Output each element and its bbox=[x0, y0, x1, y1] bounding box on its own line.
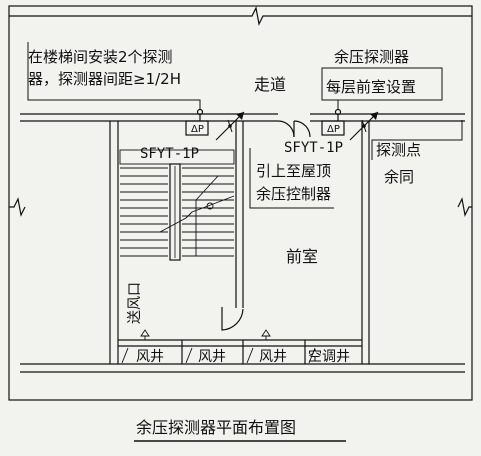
stair-note-line2: 器，探测器间距≥1/2H bbox=[28, 70, 181, 88]
stair-door bbox=[221, 307, 244, 331]
right-wall bbox=[361, 121, 370, 364]
anteroom-pressure-sensor bbox=[321, 120, 345, 136]
diagram-caption: 余压探测器平面布置图 bbox=[136, 418, 296, 437]
shaft-partitions bbox=[118, 339, 362, 364]
outer-frame bbox=[8, 5, 473, 401]
anteroom-note-line1: 余压探测器 bbox=[334, 48, 409, 66]
anteroom-note-box bbox=[321, 67, 443, 101]
anteroom-label: 前室 bbox=[286, 247, 318, 266]
vent-arrows bbox=[140, 329, 271, 340]
stair-note-leader bbox=[27, 42, 201, 110]
stair-handrail bbox=[169, 163, 181, 261]
stair-note-line1: 在楼梯间安装2个探测 bbox=[28, 48, 173, 66]
sensor-label-stair: SFYT-1P bbox=[140, 146, 199, 162]
shaft-label-2: 风井 bbox=[198, 349, 226, 365]
probe-point-leader bbox=[371, 120, 463, 160]
sensor-label-anteroom: SFYT-1P bbox=[284, 140, 343, 156]
stair-pressure-sensor bbox=[185, 120, 209, 136]
left-wall bbox=[109, 121, 119, 364]
stair-partition-wall bbox=[235, 121, 244, 308]
stair-steps bbox=[120, 167, 234, 257]
shaft-label-4: 空调井 bbox=[308, 349, 350, 365]
stair-direction-arrow bbox=[195, 175, 219, 256]
stair-break-line bbox=[159, 195, 235, 233]
lead-up-bracket bbox=[249, 148, 334, 209]
break-line-left bbox=[9, 197, 26, 217]
bottom-wall bbox=[20, 363, 465, 373]
shaft-label-3: 风井 bbox=[259, 349, 287, 365]
probe-point-label: 探测点 bbox=[376, 141, 421, 159]
shaft-label-1: 风井 bbox=[136, 349, 164, 365]
break-line-right bbox=[457, 197, 472, 217]
supply-vent-label: 送风口 bbox=[127, 282, 143, 324]
anteroom-note-line2: 每层前室设置 bbox=[326, 78, 416, 96]
corridor-label: 走道 bbox=[254, 75, 286, 94]
lead-up-line1: 引上至屋顶 bbox=[256, 162, 331, 180]
dp-symbol-anteroom: ΔP bbox=[327, 124, 340, 135]
residual-same-label: 余同 bbox=[384, 168, 414, 186]
dp-symbol-stair: ΔP bbox=[191, 124, 204, 135]
shaft-slash-marks bbox=[121, 347, 316, 364]
lead-up-line2: 余压控制器 bbox=[256, 185, 331, 203]
break-line-top bbox=[9, 6, 472, 26]
